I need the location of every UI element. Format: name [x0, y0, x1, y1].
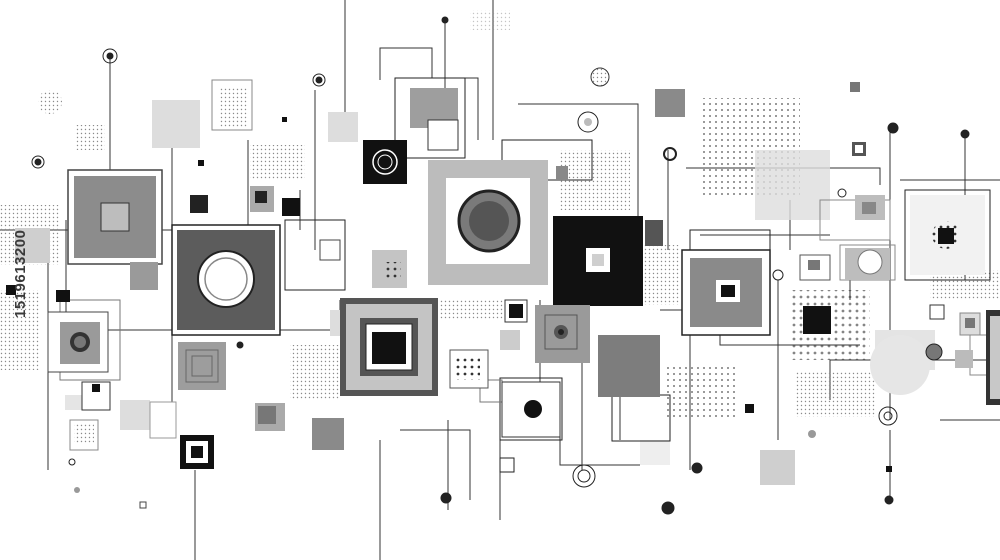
square-nested-gray-lower-left — [178, 342, 226, 390]
square-black-small-right — [803, 306, 831, 334]
square-black-ring — [363, 140, 407, 184]
focal-squares — [47, 140, 1000, 469]
square-nested-center — [340, 298, 438, 396]
square-edge-right — [986, 310, 1000, 405]
node-circles — [31, 16, 970, 515]
square-light-dark-circle — [428, 160, 548, 285]
stock-id-label: 1519613200 — [12, 229, 29, 318]
outline-frames — [59, 77, 1000, 473]
square-gray-white-inner-right — [681, 249, 771, 336]
square-medium-gray — [598, 335, 660, 397]
square-gray-inner-square — [67, 169, 163, 265]
pale-squares — [15, 100, 935, 485]
square-gray-target — [535, 305, 590, 363]
square-black-white-dot — [553, 216, 643, 306]
square-small-circle-left — [47, 311, 109, 373]
dot-fields — [0, 10, 1000, 420]
square-dark-white-circle — [171, 224, 281, 336]
square-black-dot — [501, 381, 561, 438]
small-squares — [6, 82, 981, 509]
square-black-frame-bottom-left — [180, 435, 214, 469]
square-dotted-target-right — [910, 195, 985, 275]
